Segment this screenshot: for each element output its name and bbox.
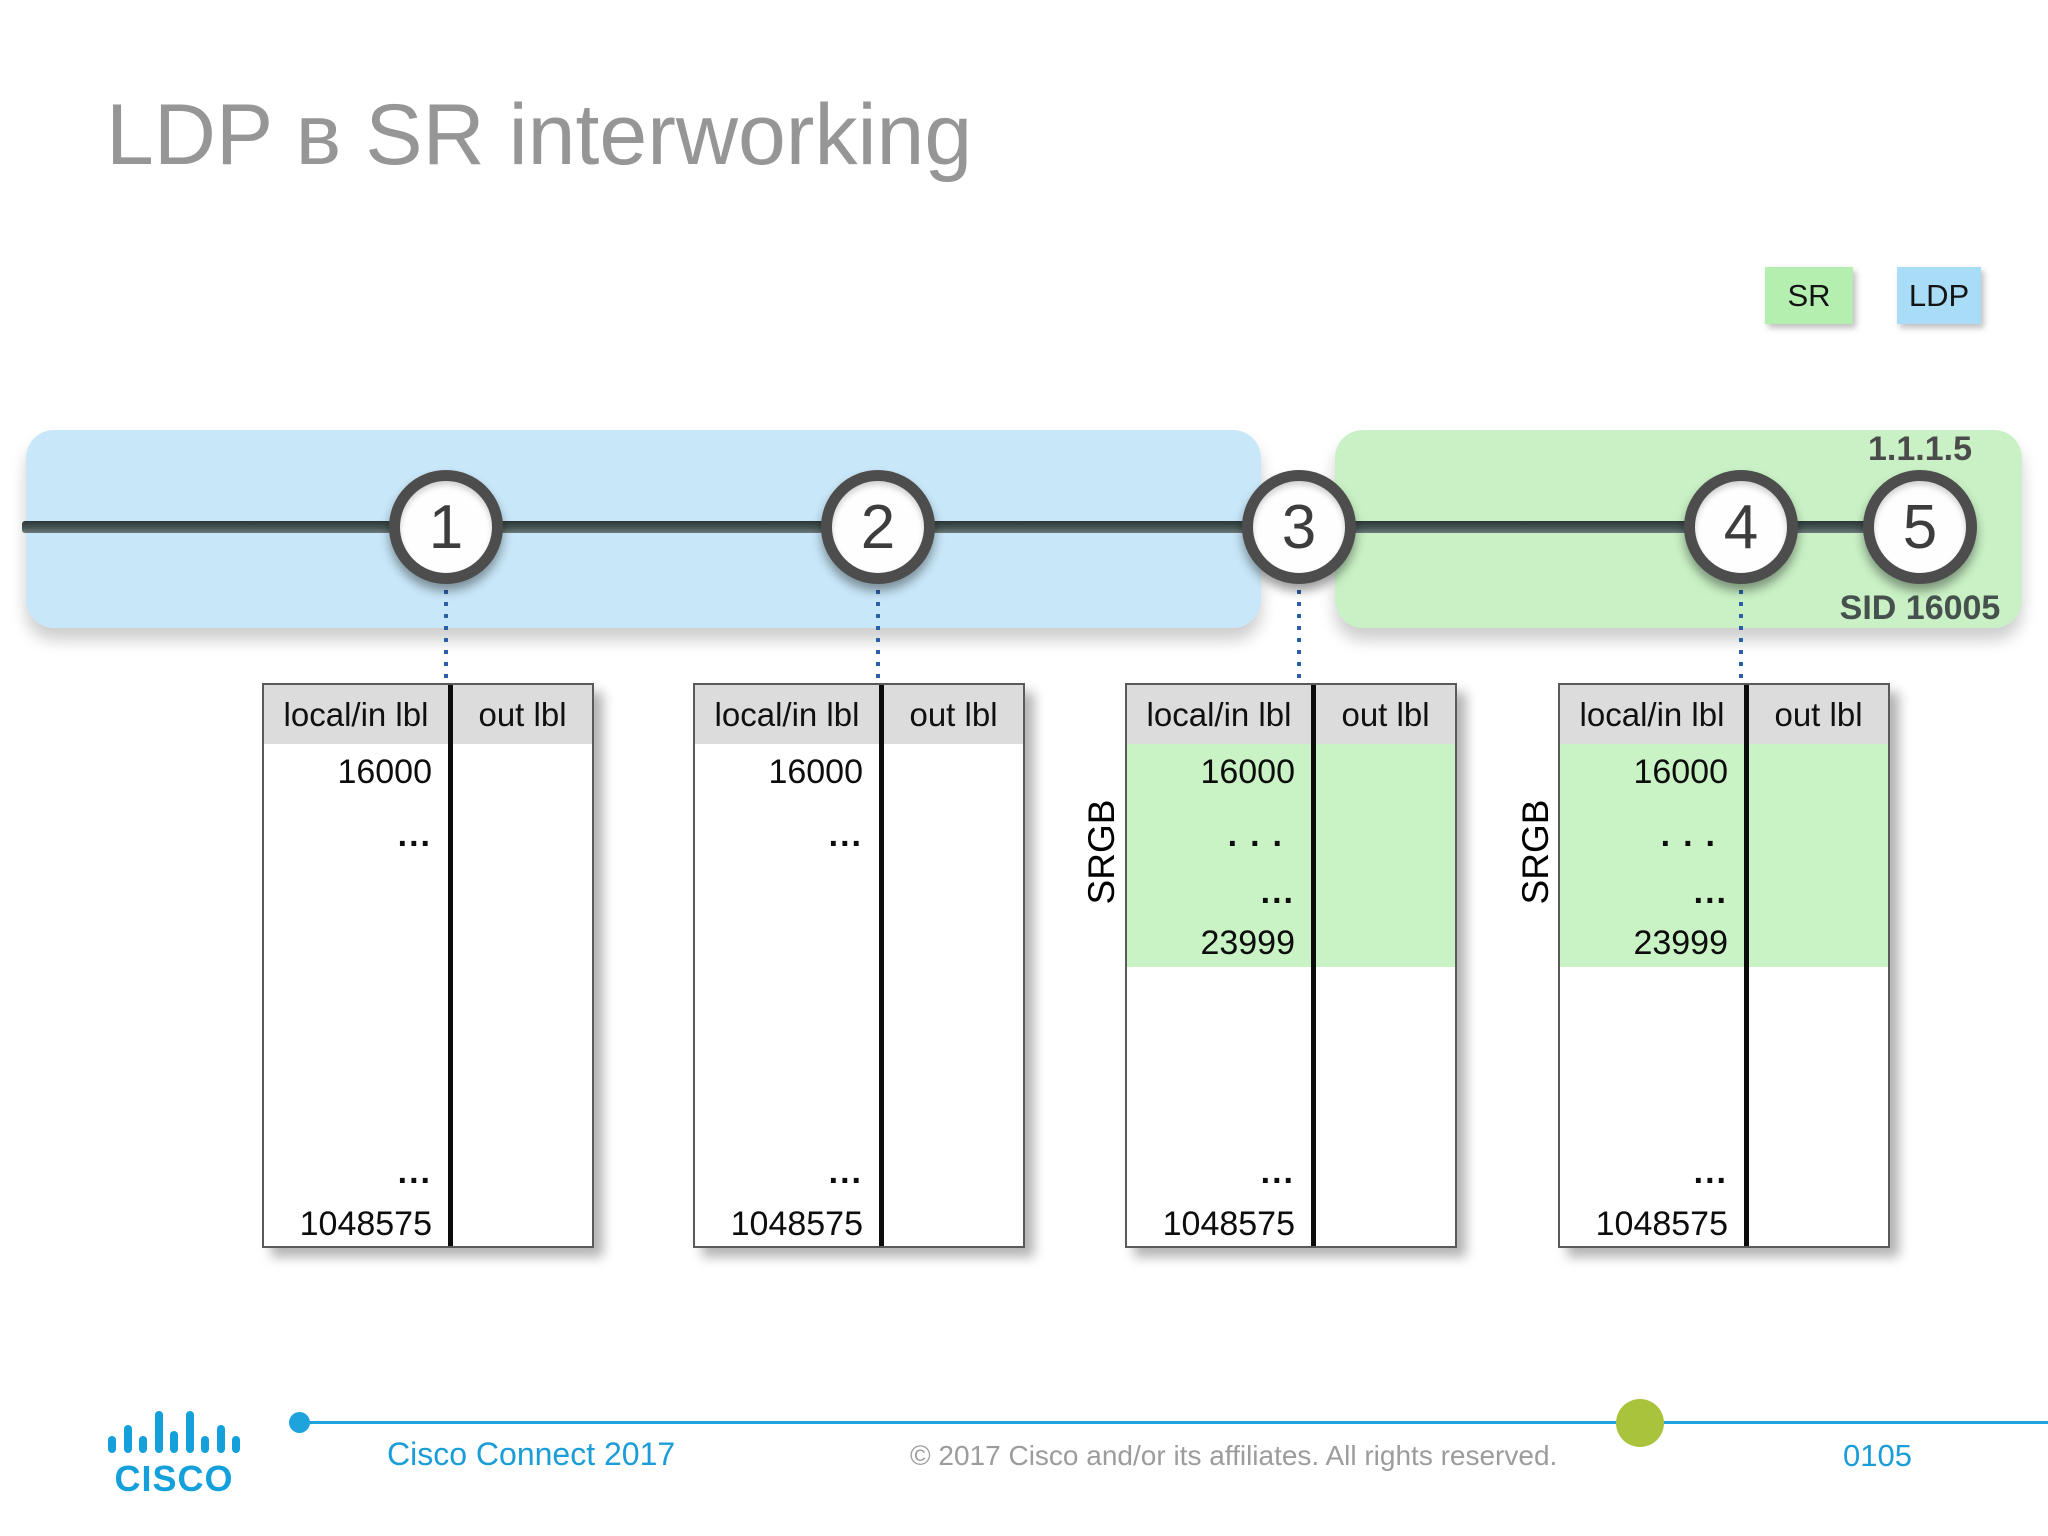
node5-sid-label: SID 16005: [1839, 589, 2001, 627]
table1-row-16000: 16000: [337, 753, 432, 791]
cisco-logo-icon: [108, 1411, 240, 1453]
router-node-5: 5: [1863, 470, 1977, 584]
table2-ellipsis-upper: ...: [828, 816, 863, 854]
logo-bar: [108, 1436, 116, 1453]
logo-bar: [201, 1436, 209, 1453]
dotted-connector-node3: [1297, 590, 1301, 683]
table4-header-local: local/in lbl: [1579, 695, 1725, 733]
legend-sr-label: SR: [1787, 277, 1831, 313]
table2-row-16000: 16000: [768, 753, 863, 791]
table1-row-1048575: 1048575: [299, 1205, 432, 1243]
footer-line-start-dot: [289, 1412, 310, 1433]
logo-bar: [185, 1411, 194, 1453]
table3-ellipsis-tight: ...: [1260, 873, 1295, 911]
table1-header-out: out lbl: [478, 695, 567, 733]
legend-ldp-label: LDP: [1908, 277, 1970, 313]
event-label: Cisco Connect 2017: [387, 1436, 676, 1472]
srgb-label-table3: SRGB: [1081, 799, 1122, 905]
table3-row-1048575: 1048575: [1162, 1205, 1295, 1243]
table4-ellipsis-lower: ...: [1693, 1153, 1728, 1191]
logo-bar: [139, 1436, 147, 1453]
label-table-node4: local/in lbl out lbl 16000 ... ... 23999…: [1558, 683, 1890, 1248]
table1-header-local: local/in lbl: [283, 695, 429, 733]
network-link-line: [22, 521, 1920, 533]
srgb-label-table4: SRGB: [1515, 799, 1556, 905]
node5-ip-label: 1.1.1.5: [1868, 430, 1972, 468]
legend-ldp-swatch: LDP: [1897, 267, 1981, 324]
table-column-divider: [879, 685, 884, 1246]
table4-row-23999: 23999: [1633, 924, 1728, 962]
page-number: 0105: [1843, 1438, 1912, 1473]
node-3-label: 3: [1281, 492, 1317, 562]
table1-ellipsis-lower: ...: [397, 1153, 432, 1191]
dotted-connector-node1: [444, 590, 448, 683]
label-table-node1: local/in lbl out lbl 16000 ... ... 10485…: [262, 683, 594, 1248]
footer-divider-line: [300, 1421, 2048, 1424]
table2-ellipsis-lower: ...: [828, 1153, 863, 1191]
table3-row-16000: 16000: [1200, 753, 1295, 791]
table-column-divider: [448, 685, 453, 1246]
table4-ellipsis-wide: ...: [1660, 816, 1728, 854]
table2-header-out: out lbl: [909, 695, 998, 733]
logo-bar: [170, 1431, 178, 1453]
table4-row-16000: 16000: [1633, 753, 1728, 791]
table2-row-1048575: 1048575: [730, 1205, 863, 1243]
node-5-label: 5: [1902, 492, 1938, 562]
srgb-range-highlight: [1560, 744, 1888, 967]
table3-ellipsis-wide: ...: [1227, 816, 1295, 854]
router-node-4: 4: [1684, 470, 1798, 584]
node-1-label: 1: [428, 492, 464, 562]
logo-bar: [123, 1425, 132, 1453]
table4-row-1048575: 1048575: [1595, 1205, 1728, 1243]
table-header-band: [1127, 685, 1455, 744]
table4-header-out: out lbl: [1774, 695, 1863, 733]
router-node-1: 1: [389, 470, 503, 584]
table-header-band: [264, 685, 592, 744]
router-node-2: 2: [821, 470, 935, 584]
router-node-3: 3: [1242, 470, 1356, 584]
table3-ellipsis-lower: ...: [1260, 1153, 1295, 1191]
logo-bar: [154, 1411, 163, 1453]
table-header-band: [695, 685, 1023, 744]
node-4-label: 4: [1723, 492, 1759, 562]
label-table-node2: local/in lbl out lbl 16000 ... ... 10485…: [693, 683, 1025, 1248]
table2-header-local: local/in lbl: [714, 695, 860, 733]
table-header-band: [1560, 685, 1888, 744]
table4-ellipsis-tight: ...: [1693, 873, 1728, 911]
table3-row-23999: 23999: [1200, 924, 1295, 962]
dotted-connector-node4: [1739, 590, 1743, 683]
cisco-wordmark: CISCO: [114, 1458, 234, 1499]
dotted-connector-node2: [876, 590, 880, 683]
slide-title: LDP в SR interworking: [106, 87, 973, 183]
table-column-divider: [1311, 685, 1316, 1246]
footer-progress-dot: [1616, 1399, 1664, 1447]
node-2-label: 2: [860, 492, 896, 562]
table3-header-local: local/in lbl: [1146, 695, 1292, 733]
logo-bar: [216, 1425, 225, 1453]
table1-ellipsis-upper: ...: [397, 816, 432, 854]
logo-bar: [232, 1436, 240, 1453]
copyright-label: © 2017 Cisco and/or its affiliates. All …: [910, 1440, 1558, 1471]
table3-header-out: out lbl: [1341, 695, 1430, 733]
srgb-range-highlight: [1127, 744, 1455, 967]
legend-sr-swatch: SR: [1765, 267, 1853, 324]
table-column-divider: [1744, 685, 1749, 1246]
label-table-node3: local/in lbl out lbl 16000 ... ... 23999…: [1125, 683, 1457, 1248]
